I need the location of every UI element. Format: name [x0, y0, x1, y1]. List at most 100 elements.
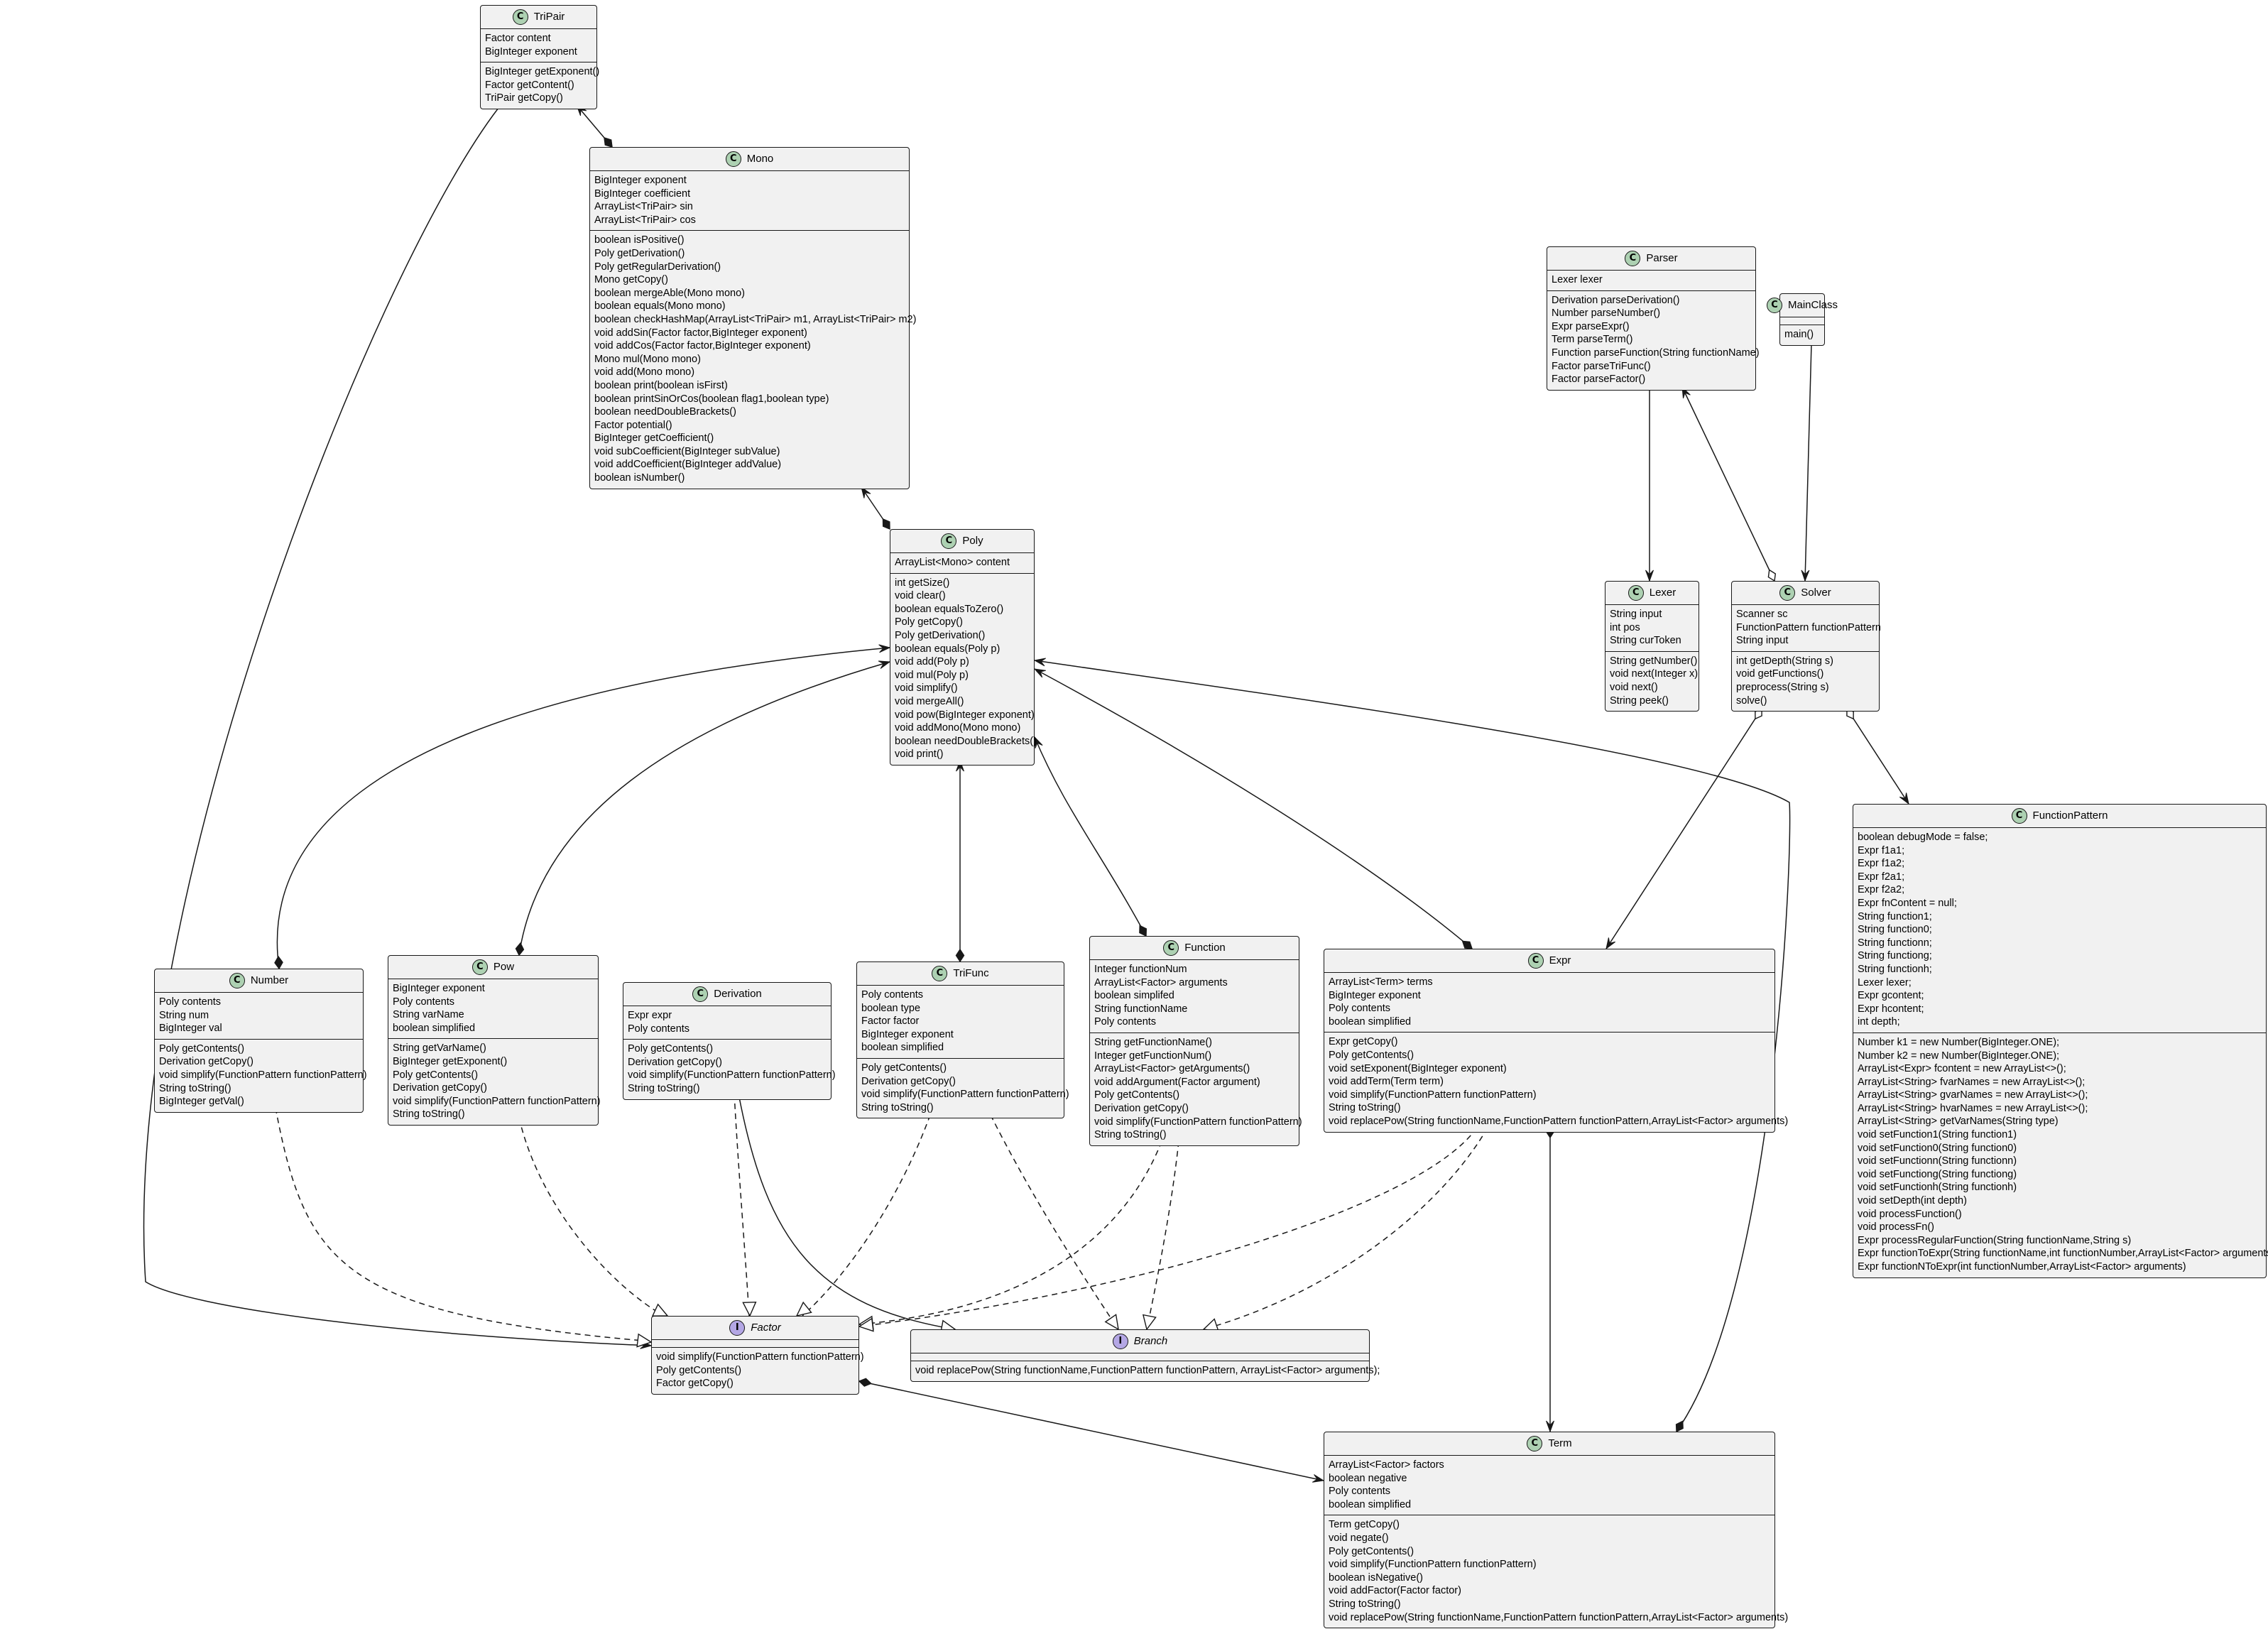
class-method: Poly getContents(): [159, 1042, 245, 1055]
class-method: Expr functionToExpr(String functionName,…: [1858, 1248, 2268, 1260]
class-method: ArrayList<String> getVarNames(String typ…: [1858, 1116, 2059, 1128]
relation-edge: [738, 1093, 956, 1334]
class-stereotype-icon: C: [1779, 585, 1796, 601]
class-method: boolean printSinOrCos(boolean flag1,bool…: [594, 393, 829, 405]
class-field: Scanner sc: [1736, 609, 1788, 620]
class-field: Poly contents: [393, 996, 455, 1008]
arrowhead: [1801, 570, 1810, 582]
class-field: BigInteger exponent: [861, 1028, 954, 1040]
relation-edge: [955, 759, 965, 963]
class-stereotype-icon: C: [2011, 808, 2027, 824]
class-method: boolean needDoubleBrackets(): [895, 735, 1037, 747]
class-method: boolean isNegative(): [1329, 1571, 1423, 1584]
class-methods: Term getCopy()void negate()Poly getConte…: [1324, 1515, 1788, 1628]
class-field: String functionh;: [1858, 963, 1932, 975]
class-methods: BigInteger getExponent()Factor getConten…: [481, 62, 599, 109]
class-method: boolean checkHashMap(ArrayList<TriPair> …: [594, 313, 917, 325]
class-field: Expr expr: [628, 1010, 672, 1021]
composition-diamond: [858, 1378, 872, 1387]
class-method: void addCos(Factor factor,BigInteger exp…: [594, 340, 811, 352]
class-method: int getDepth(String s): [1736, 655, 1834, 667]
class-fields: [652, 1340, 858, 1347]
class-name: Parser: [1646, 251, 1678, 264]
class-field: Factor content: [485, 33, 551, 44]
class-method: Factor getCopy(): [656, 1378, 734, 1390]
class-method: boolean needDoubleBrackets(): [594, 406, 736, 418]
class-method: void pow(BigInteger exponent): [895, 709, 1035, 721]
class-methods: void replacePow(String functionName,Func…: [911, 1361, 1380, 1381]
relation-edge: [858, 1378, 1325, 1483]
class-method: Derivation getCopy(): [159, 1056, 253, 1068]
class-field: boolean simplified: [1329, 1015, 1412, 1028]
class-stereotype-icon: C: [1625, 251, 1641, 266]
interface-stereotype-icon: I: [1112, 1334, 1128, 1349]
class-name: Pow: [493, 960, 515, 973]
class-method: String toString(): [1329, 1102, 1401, 1114]
class-method: Integer getFunctionNum(): [1094, 1050, 1212, 1062]
class-field: Expr hcontent;: [1858, 1003, 1924, 1015]
arrowhead: [1033, 658, 1046, 667]
class-method: Expr getCopy(): [1329, 1036, 1398, 1048]
class-method: Number k1 = new Number(BigInteger.ONE);: [1858, 1036, 2060, 1048]
arrowhead: [1899, 792, 1909, 805]
class-stereotype-icon: C: [932, 966, 948, 981]
class-stereotype-icon: C: [229, 973, 245, 988]
class-method: void clear(): [895, 590, 946, 602]
class-method: String getVarName(): [393, 1042, 486, 1055]
class-method: void simplify(FunctionPattern functionPa…: [656, 1351, 864, 1363]
class-method: void next(Integer x): [1610, 668, 1699, 680]
class-field: Expr f1a1;: [1858, 844, 1905, 856]
class-method: main(): [1784, 329, 1814, 340]
class-name: Poly: [962, 534, 983, 547]
class-method: void negate(): [1329, 1532, 1389, 1544]
class-methods: Poly getContents()Derivation getCopy()vo…: [155, 1038, 367, 1112]
class-name: Mono: [746, 152, 774, 165]
class-method: String toString(): [628, 1082, 700, 1094]
class-method: boolean isNumber(): [594, 472, 685, 484]
relation-edge: [990, 1114, 1119, 1331]
class-method: void processFunction(): [1858, 1208, 1962, 1220]
class-method: String getFunctionName(): [1094, 1036, 1213, 1048]
class-method: BigInteger getVal(): [159, 1096, 244, 1108]
relation-line: [275, 1107, 643, 1341]
composition-diamond: [1139, 925, 1147, 937]
class-field: int depth;: [1858, 1016, 1900, 1028]
relation-line: [1605, 708, 1762, 949]
class-method: void addSin(Factor factor,BigInteger exp…: [594, 327, 807, 339]
class-name: FunctionPattern: [2032, 809, 2108, 822]
arrowhead: [956, 759, 964, 772]
class-method: String getNumber(): [1610, 655, 1698, 667]
class-method: void simplify(FunctionPattern functionPa…: [628, 1069, 836, 1082]
class-method: void simplify(FunctionPattern functionPa…: [159, 1069, 367, 1081]
class-stereotype-icon: C: [1527, 953, 1544, 969]
relation-edge: [1033, 658, 1791, 1433]
class-name: Factor: [751, 1321, 781, 1334]
relation-line: [738, 1093, 956, 1330]
relation-edge: [734, 1093, 757, 1317]
class-field: ArrayList<Term> terms: [1329, 976, 1433, 988]
